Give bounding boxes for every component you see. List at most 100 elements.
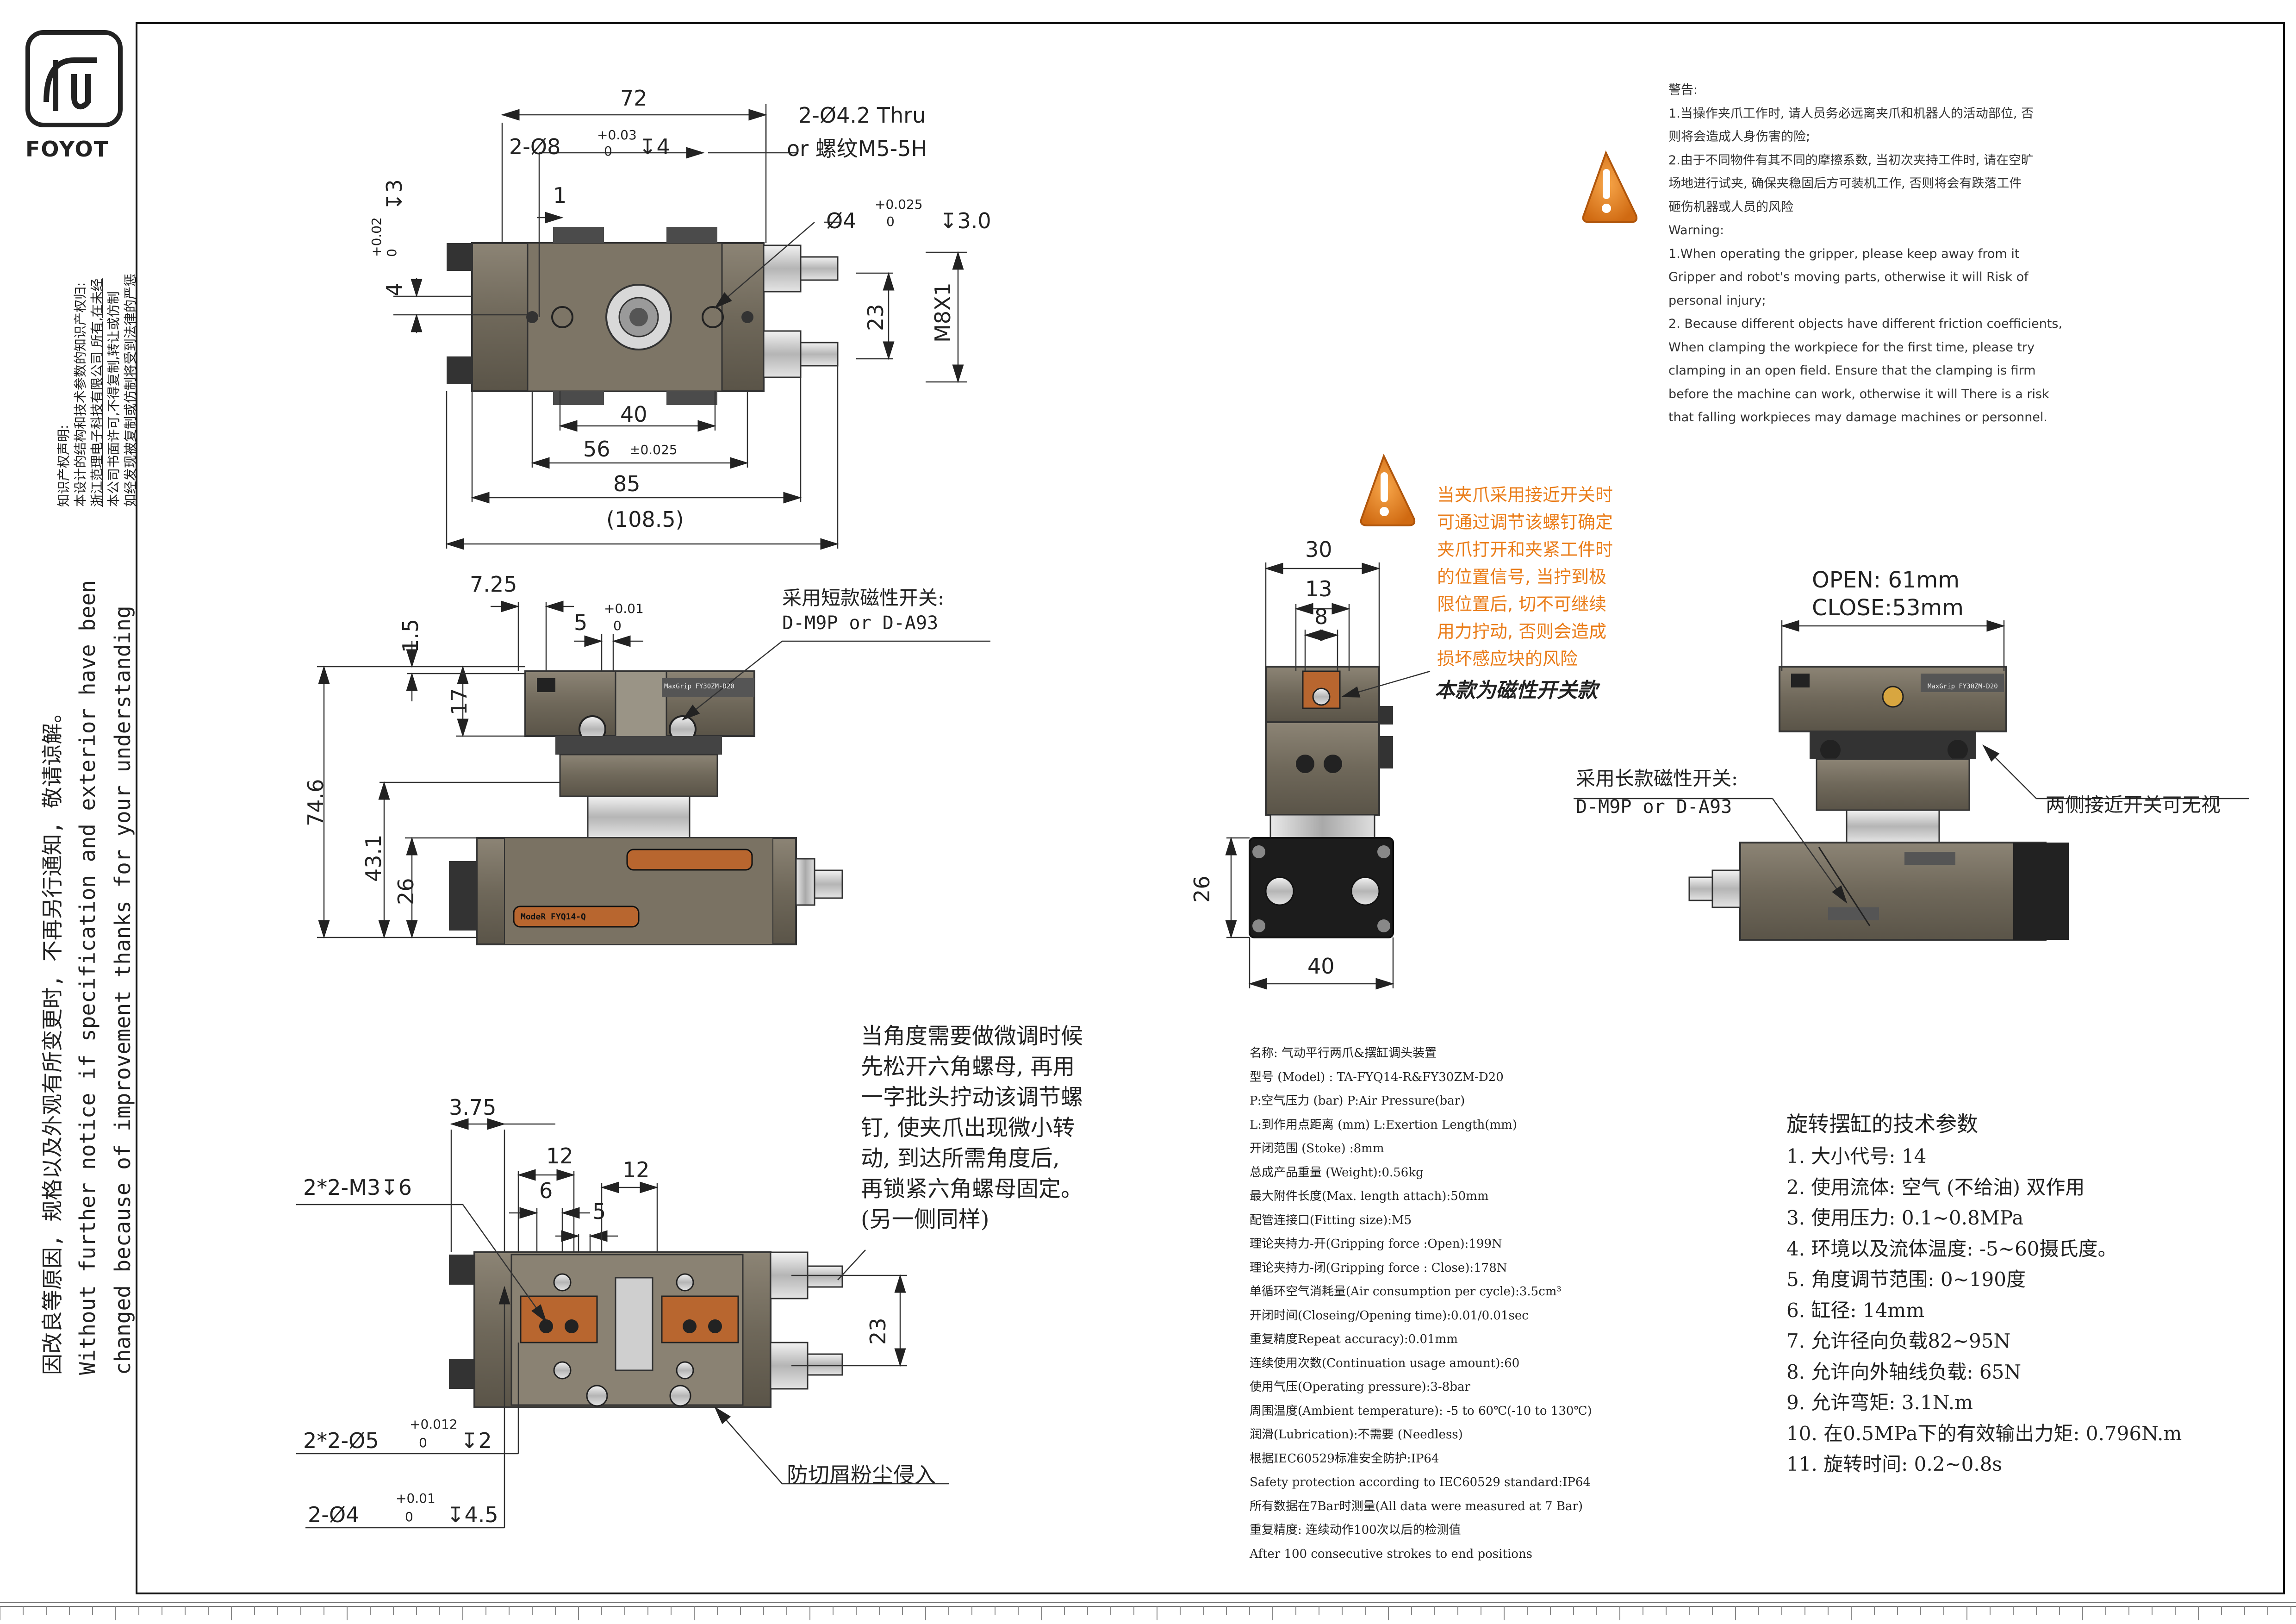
dim-7-25: 7.25 — [470, 572, 517, 597]
dim-5-bottom: 5 — [592, 1199, 606, 1224]
spec-item: Safety protection according to IEC60529 … — [1250, 1475, 1591, 1489]
dim-v3-tol-lo: 0 — [384, 249, 399, 257]
warning-line-en: personal injury; — [1668, 293, 1766, 308]
caution-note: 当夹爪采用接近开关时 可通过调节该螺钉确定 夹爪打开和夹紧工件时 的位置信号, … — [1437, 481, 1613, 673]
dust-label: 防切屑粉尘侵入 — [787, 1462, 936, 1487]
front-view-drawing — [449, 670, 843, 945]
warning-line-en: before the machine can work, otherwise i… — [1668, 387, 2049, 401]
dim-pin-dia4: Ø4 — [826, 208, 857, 233]
adjust-note: 当角度需要做微调时候 先松开六角螺母, 再用 一字批头拧动该调节螺 钉, 使夹爪… — [861, 1021, 1083, 1235]
dim-56: 56 — [583, 437, 610, 462]
dim-hole-dia8: 2-Ø8 — [509, 134, 561, 159]
cylinder-label: ModeR FYQ14-Q — [521, 912, 586, 922]
bottom-ruler — [0, 1602, 2296, 1607]
change-notice-zh: 因改良等原因, 规格以及外观有所变更时, 不再另行通知, 敬请谅解。 — [40, 701, 65, 1375]
short-switch-models: D-M9P or D-A93 — [782, 612, 939, 634]
change-notice: 因改良等原因, 规格以及外观有所变更时, 不再另行通知, 敬请谅解。 Witho… — [35, 580, 140, 1375]
adjust-line: (另一侧同样) — [861, 1206, 989, 1232]
spec-item: 使用气压(Operating pressure):3-8bar — [1250, 1380, 1470, 1394]
dim-hole-tol-up: +0.03 — [597, 127, 637, 143]
dim-6: 6 — [539, 1178, 553, 1203]
spec-item: 重复精度: 连续动作100次以后的检测值 — [1250, 1523, 1461, 1537]
dim-pin-tol-lo: 0 — [886, 214, 895, 229]
warning-block: 警告: 1.当操作夹爪工作时, 请人员务必远离夹爪和机器人的活动部位, 否 则将… — [1668, 79, 2062, 430]
caution-line: 损坏感应块的风险 — [1437, 649, 1578, 669]
dim-30: 30 — [1305, 537, 1332, 562]
dim-74-6: 74.6 — [303, 779, 328, 826]
warning-line-en: clamping in an open field. Ensure that t… — [1668, 363, 2036, 378]
copyright-heading: 知识产权声明: — [56, 425, 71, 507]
dim-m8: M8X1 — [930, 282, 955, 343]
part-label-right: MaxGrip FY30ZM-D20 — [1928, 683, 1998, 690]
spec-item: 根据IEC60529标准安全防护:IP64 — [1250, 1451, 1439, 1466]
dim-1: 1 — [553, 183, 567, 208]
dim-26-side: 26 — [1189, 875, 1214, 903]
dim-5-tol-lo: 0 — [613, 618, 622, 633]
drawing-border — [136, 22, 2285, 1594]
top-view-dimensions — [393, 104, 967, 550]
copyright-notice: 知识产权声明: 本设计的结构和技术参数的知识产权归: 浙江范理电子科技有限公司 … — [56, 274, 139, 507]
dim-23: 23 — [863, 304, 888, 331]
dim-43-1: 43.1 — [361, 834, 386, 882]
warning-line-en: 1.When operating the gripper, please kee… — [1668, 246, 2020, 261]
brand-name: FOYOT — [25, 137, 110, 162]
dim-13: 13 — [1305, 576, 1332, 601]
dim-5: 5 — [574, 610, 588, 635]
right-view-drawing — [1688, 666, 2069, 941]
warning-title-zh: 警告: — [1668, 83, 1698, 97]
dim-40: 40 — [620, 402, 647, 427]
rotary-item: 11. 旋转时间: 0.2~0.8s — [1786, 1453, 2002, 1475]
copyright-line: 本设计的结构和技术参数的知识产权归: — [73, 282, 88, 507]
dim-5-tol-up: +0.01 — [604, 601, 644, 616]
change-notice-en1: Without further notice if specification … — [75, 580, 100, 1375]
dim-40-side: 40 — [1307, 954, 1335, 979]
dim-d4-hole: 2-Ø4 — [308, 1502, 360, 1527]
dim-12a: 12 — [546, 1143, 573, 1168]
adjust-line: 再锁紧六角螺母固定。 — [861, 1176, 1083, 1202]
warning-icon-2 — [1360, 453, 1416, 526]
rotary-item: 10. 在0.5MPa下的有效输出力矩: 0.796N.m — [1786, 1422, 2182, 1445]
adjust-line: 一字批头拧动该调节螺 — [861, 1084, 1083, 1110]
part-label-front: MaxGrip FY30ZM-D20 — [664, 683, 734, 690]
spec-item: 配管连接口(Fitting size):M5 — [1250, 1213, 1412, 1227]
change-notice-en2: changed because of improvement thanks fo… — [110, 606, 135, 1375]
spec-item: 开闭范围 (Stoke) :8mm — [1250, 1142, 1384, 1156]
side-view-dimensions — [1225, 562, 1431, 990]
adjust-line: 动, 到达所需角度后, — [861, 1145, 1060, 1171]
warning-line-zh: 场地进行试夹, 确保夹稳固后方可装机工作, 否则将会有跌落工件 — [1668, 176, 2022, 191]
close-stroke: CLOSE:53mm — [1812, 595, 1964, 621]
dim-d4-tol-lo: 0 — [405, 1509, 413, 1524]
rotary-item: 3. 使用压力: 0.1~0.8MPa — [1786, 1206, 2024, 1229]
rotary-list: 1. 大小代号: 14 2. 使用流体: 空气 (不给油) 双作用 3. 使用压… — [1786, 1141, 2182, 1480]
spec-item: 开闭时间(Closeing/Opening time):0.01/0.01sec — [1250, 1308, 1529, 1323]
spec-item: 总成产品重量 (Weight):0.56kg — [1250, 1165, 1424, 1180]
caution-line: 可通过调节该螺钉确定 — [1437, 512, 1613, 532]
spec-item: After 100 consecutive strokes to end pos… — [1250, 1547, 1532, 1561]
adjust-line: 先松开六角螺母, 再用 — [861, 1054, 1075, 1080]
side-view-drawing — [1249, 666, 1394, 938]
caution-line: 用力拧动, 否则会造成 — [1437, 621, 1607, 642]
rotary-item: 4. 环境以及流体温度: -5~60摄氏度。 — [1786, 1237, 2117, 1260]
dim-v3: ↧3 — [382, 179, 407, 211]
caution-line: 限位置后, 切不可继续 — [1437, 594, 1607, 614]
warning-line-en: When clamping the workpiece for the firs… — [1668, 340, 2035, 355]
bottom-view-dimensions — [296, 1118, 949, 1529]
warning-title-en: Warning: — [1668, 223, 1724, 237]
warning-line-zh: 则将会造成人身伤害的险; — [1668, 130, 1811, 144]
long-switch-models: D-M9P or D-A93 — [1576, 796, 1732, 818]
spec-item: 单循环空气消耗量(Air consumption per cycle):3.5c… — [1250, 1285, 1562, 1299]
spec-item: 连续使用次数(Continuation usage amount):60 — [1250, 1356, 1520, 1370]
spec-item: 润滑(Lubrication):不需要 (Needless) — [1250, 1428, 1463, 1442]
dim-23-bottom: 23 — [865, 1318, 890, 1345]
dim-d5-hole: 2*2-Ø5 — [303, 1428, 379, 1453]
right-view-dimensions — [1574, 620, 2249, 904]
adjust-line: 当角度需要做微调时候 — [861, 1023, 1083, 1049]
rotary-item: 7. 允许径向负载82~95N — [1786, 1330, 2011, 1352]
dim-4: 4 — [382, 282, 407, 296]
warning-icon-1 — [1582, 150, 1638, 223]
rotary-item: 8. 允许向外轴线负载: 65N — [1786, 1360, 2022, 1383]
spec-item: P:空气压力 (bar) P:Air Pressure(bar) — [1250, 1094, 1465, 1108]
rotary-title: 旋转摆缸的技术参数 — [1786, 1112, 1978, 1137]
